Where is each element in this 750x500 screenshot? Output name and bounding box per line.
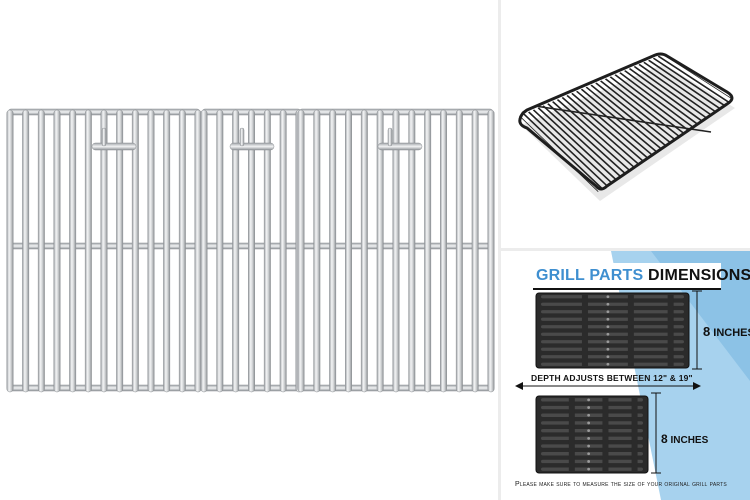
stainless-grates-photo: [0, 0, 498, 500]
stainless-grates-illustration: [6, 108, 495, 393]
title-grill-parts: GRILL PARTS: [536, 267, 644, 284]
wire-rack-illustration: [518, 52, 735, 201]
measure-note: Please make sure to measure the size of …: [515, 481, 727, 488]
cast-iron-grate: [535, 292, 690, 369]
title-dimensions: DIMENSIONS: [648, 267, 750, 284]
title-underline: [533, 288, 721, 290]
dimensions-title: GRILL PARTS DIMENSIONS: [533, 263, 750, 288]
stainless-grate: [297, 108, 495, 393]
cast-iron-grate: [535, 395, 649, 474]
top-height-unit: INCHES: [713, 327, 750, 339]
bottom-height-value: 8: [661, 432, 668, 446]
top-height-label: 8 INCHES: [703, 324, 750, 339]
wire-rack-photo: [501, 0, 750, 248]
depth-note: DEPTH ADJUSTS BETWEEN 12" & 19": [531, 373, 693, 383]
dimensions-infographic: GRILL PARTS DIMENSIONS 8 INCHES DEPTH AD…: [501, 251, 750, 500]
top-height-value: 8: [703, 324, 711, 339]
stainless-grate: [6, 108, 202, 393]
bottom-height-label: 8 INCHES: [661, 432, 708, 446]
bottom-height-unit: INCHES: [670, 435, 709, 446]
stainless-grate: [200, 108, 303, 393]
